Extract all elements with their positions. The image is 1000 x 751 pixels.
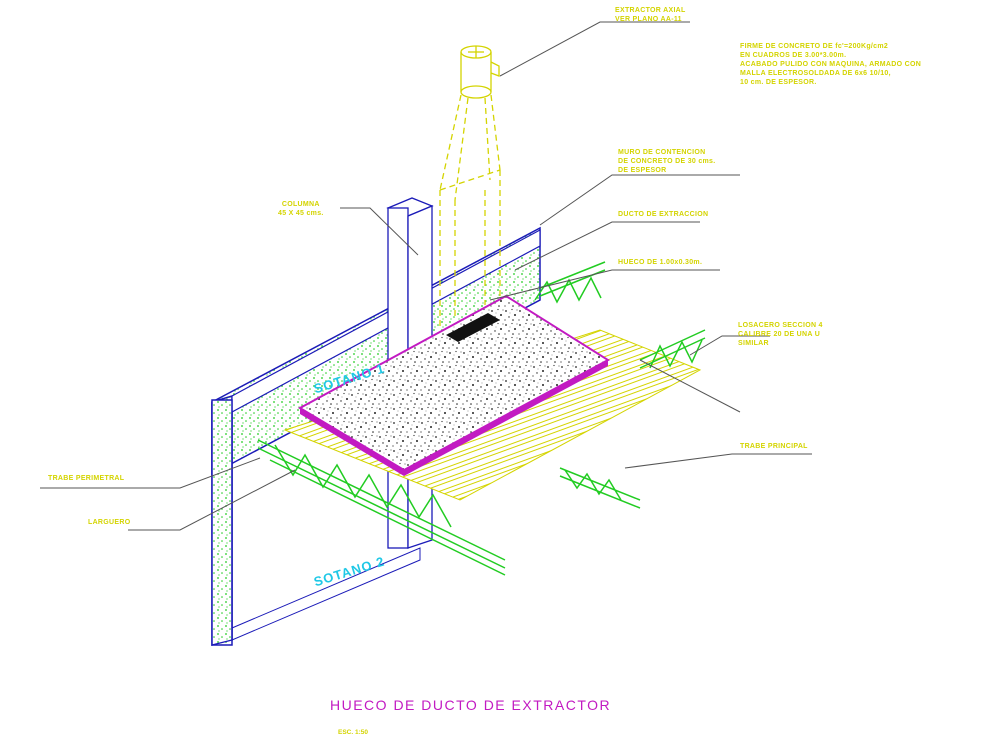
label-larguero-line-1: LARGUERO: [88, 519, 131, 526]
label-ducto: DUCTO DE EXTRACCION: [618, 210, 708, 219]
label-hueco-line-1: HUECO DE 1.00x0.30m.: [618, 259, 703, 266]
label-trabe-perimetral-line-1: TRABE PERIMETRAL: [48, 475, 125, 482]
label-larguero: LARGUERO: [88, 518, 130, 527]
label-trabe-principal: TRABE PRINCIPAL: [740, 442, 808, 451]
label-extractor-line-1: EXTRACTOR AXIAL: [615, 7, 686, 14]
label-ducto-line-1: DUCTO DE EXTRACCION: [618, 211, 709, 218]
label-columna-line-2: 45 X 45 cms.: [278, 210, 324, 217]
label-losacero-line-2: CALIBRE 20 DE UNA U: [738, 331, 821, 338]
label-muro: MURO DE CONTENCION DE CONCRETO DE 30 cms…: [618, 148, 716, 175]
label-losacero-line-1: LOSACERO SECCION 4: [738, 322, 823, 329]
concrete-slab: [297, 294, 610, 476]
label-firme-line-2: EN CUADROS DE 3.00*3.00m.: [740, 52, 847, 59]
label-columna-line-1: COLUMNA: [281, 201, 320, 208]
label-columna: COLUMNA 45 X 45 cms.: [278, 200, 324, 218]
label-muro-line-1: MURO DE CONTENCION: [618, 149, 706, 156]
label-hueco: HUECO DE 1.00x0.30m.: [618, 258, 702, 267]
label-firme-line-4: MALLA ELECTROSOLDADA DE 6x6 10/10,: [740, 70, 891, 77]
leader-lines: [40, 21, 812, 531]
label-extractor-line-2: VER PLANO AA-11: [615, 16, 682, 23]
drawing-title: HUECO DE DUCTO DE EXTRACTOR: [330, 697, 612, 713]
label-trabe-principal-line-1: TRABE PRINCIPAL: [740, 443, 808, 450]
label-losacero-line-3: SIMILAR: [738, 340, 769, 347]
label-muro-line-2: DE CONCRETO DE 30 cms.: [618, 158, 716, 165]
label-muro-line-3: DE ESPESOR: [618, 167, 667, 174]
label-trabe-perimetral: TRABE PERIMETRAL: [48, 474, 124, 483]
retaining-wall: [211, 226, 541, 646]
drawing-scale: ESC. 1:50: [338, 729, 368, 736]
label-firme-line-3: ACABADO PULIDO CON MAQUINA, ARMADO CON: [740, 61, 922, 68]
label-firme-line-1: FIRME DE CONCRETO DE fc'=200Kg/cm2: [740, 43, 889, 50]
label-extractor: EXTRACTOR AXIAL VER PLANO AA-11: [615, 6, 686, 24]
label-firme-line-5: 10 cm. DE ESPESOR.: [740, 79, 817, 86]
label-firme: FIRME DE CONCRETO DE fc'=200Kg/cm2 EN CU…: [740, 42, 921, 87]
label-losacero: LOSACERO SECCION 4 CALIBRE 20 DE UNA U S…: [738, 321, 823, 348]
extractor-duct: [439, 45, 501, 330]
